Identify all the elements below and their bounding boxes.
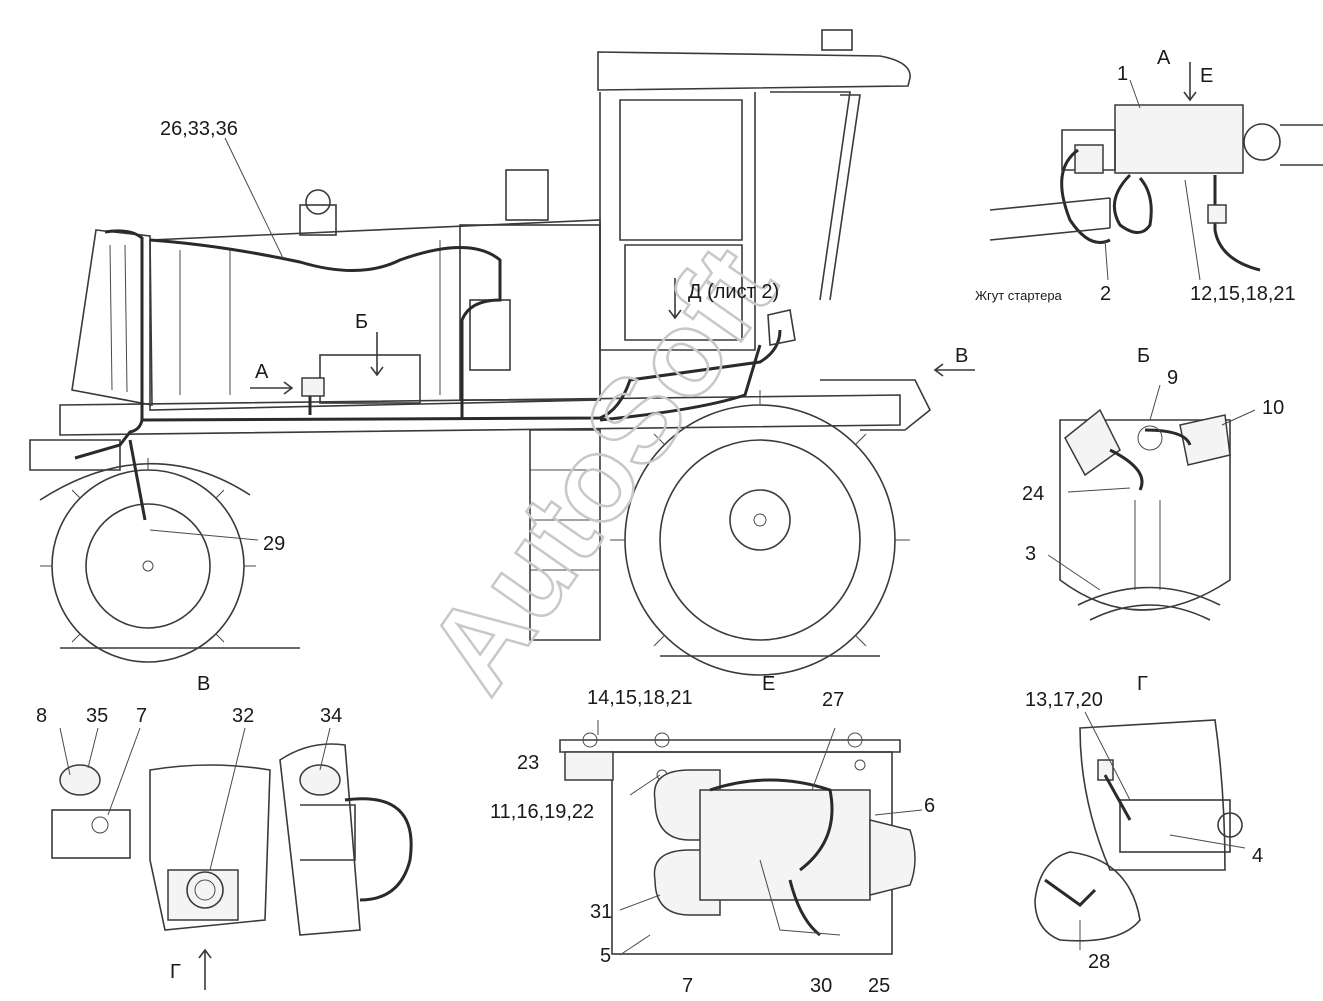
- label-9: 9: [1167, 367, 1178, 389]
- label-29: 29: [263, 533, 285, 555]
- label-34: 34: [320, 705, 342, 727]
- label-28: 28: [1088, 951, 1110, 973]
- view-ref-a: А: [255, 361, 269, 383]
- label-7-v: 7: [136, 705, 147, 727]
- view-ref-d: Д (лист 2): [688, 281, 779, 303]
- view-b-title: Б: [1137, 345, 1150, 367]
- label-starter-harness: Жгут стартера: [975, 288, 1063, 303]
- label-2: 2: [1100, 283, 1111, 305]
- label-30: 30: [810, 975, 832, 997]
- view-e-title: Е: [762, 673, 775, 695]
- view-g-title: Г: [1137, 673, 1148, 695]
- view-e: [559, 720, 923, 956]
- label-24: 24: [1022, 483, 1044, 505]
- label-26-33-36: 26,33,36: [160, 118, 238, 140]
- label-7-e: 7: [682, 975, 693, 997]
- view-v: [51, 727, 413, 990]
- label-23: 23: [517, 752, 539, 774]
- label-3: 3: [1025, 543, 1036, 565]
- label-5: 5: [600, 945, 611, 967]
- label-13-17-20: 13,17,20: [1025, 689, 1103, 711]
- label-25: 25: [868, 975, 890, 997]
- label-35: 35: [86, 705, 108, 727]
- view-ref-v: В: [955, 345, 968, 367]
- view-ref-b: Б: [355, 311, 368, 333]
- view-g: [1034, 711, 1246, 950]
- view-a: [989, 62, 1323, 281]
- label-4: 4: [1252, 845, 1263, 867]
- label-11-16-19-22: 11,16,19,22: [490, 801, 594, 823]
- labels: 26,33,36 А Б Д (лист 2) В 29 А Е 1 Жгут …: [36, 47, 1296, 997]
- label-10: 10: [1262, 397, 1284, 419]
- label-14-15-18-21: 14,15,18,21: [587, 687, 693, 709]
- label-6: 6: [924, 795, 935, 817]
- label-1: 1: [1117, 63, 1128, 85]
- label-12-15-18-21: 12,15,18,21: [1190, 283, 1296, 305]
- view-b: [1047, 384, 1256, 621]
- view-ref-g: Г: [170, 961, 181, 983]
- label-32: 32: [232, 705, 254, 727]
- view-ref-e: Е: [1200, 65, 1213, 87]
- label-8: 8: [36, 705, 47, 727]
- tractor-side-view: [29, 29, 975, 676]
- label-27: 27: [822, 689, 844, 711]
- view-a-title: А: [1157, 47, 1171, 69]
- label-31: 31: [590, 901, 612, 923]
- view-v-title: В: [197, 673, 210, 695]
